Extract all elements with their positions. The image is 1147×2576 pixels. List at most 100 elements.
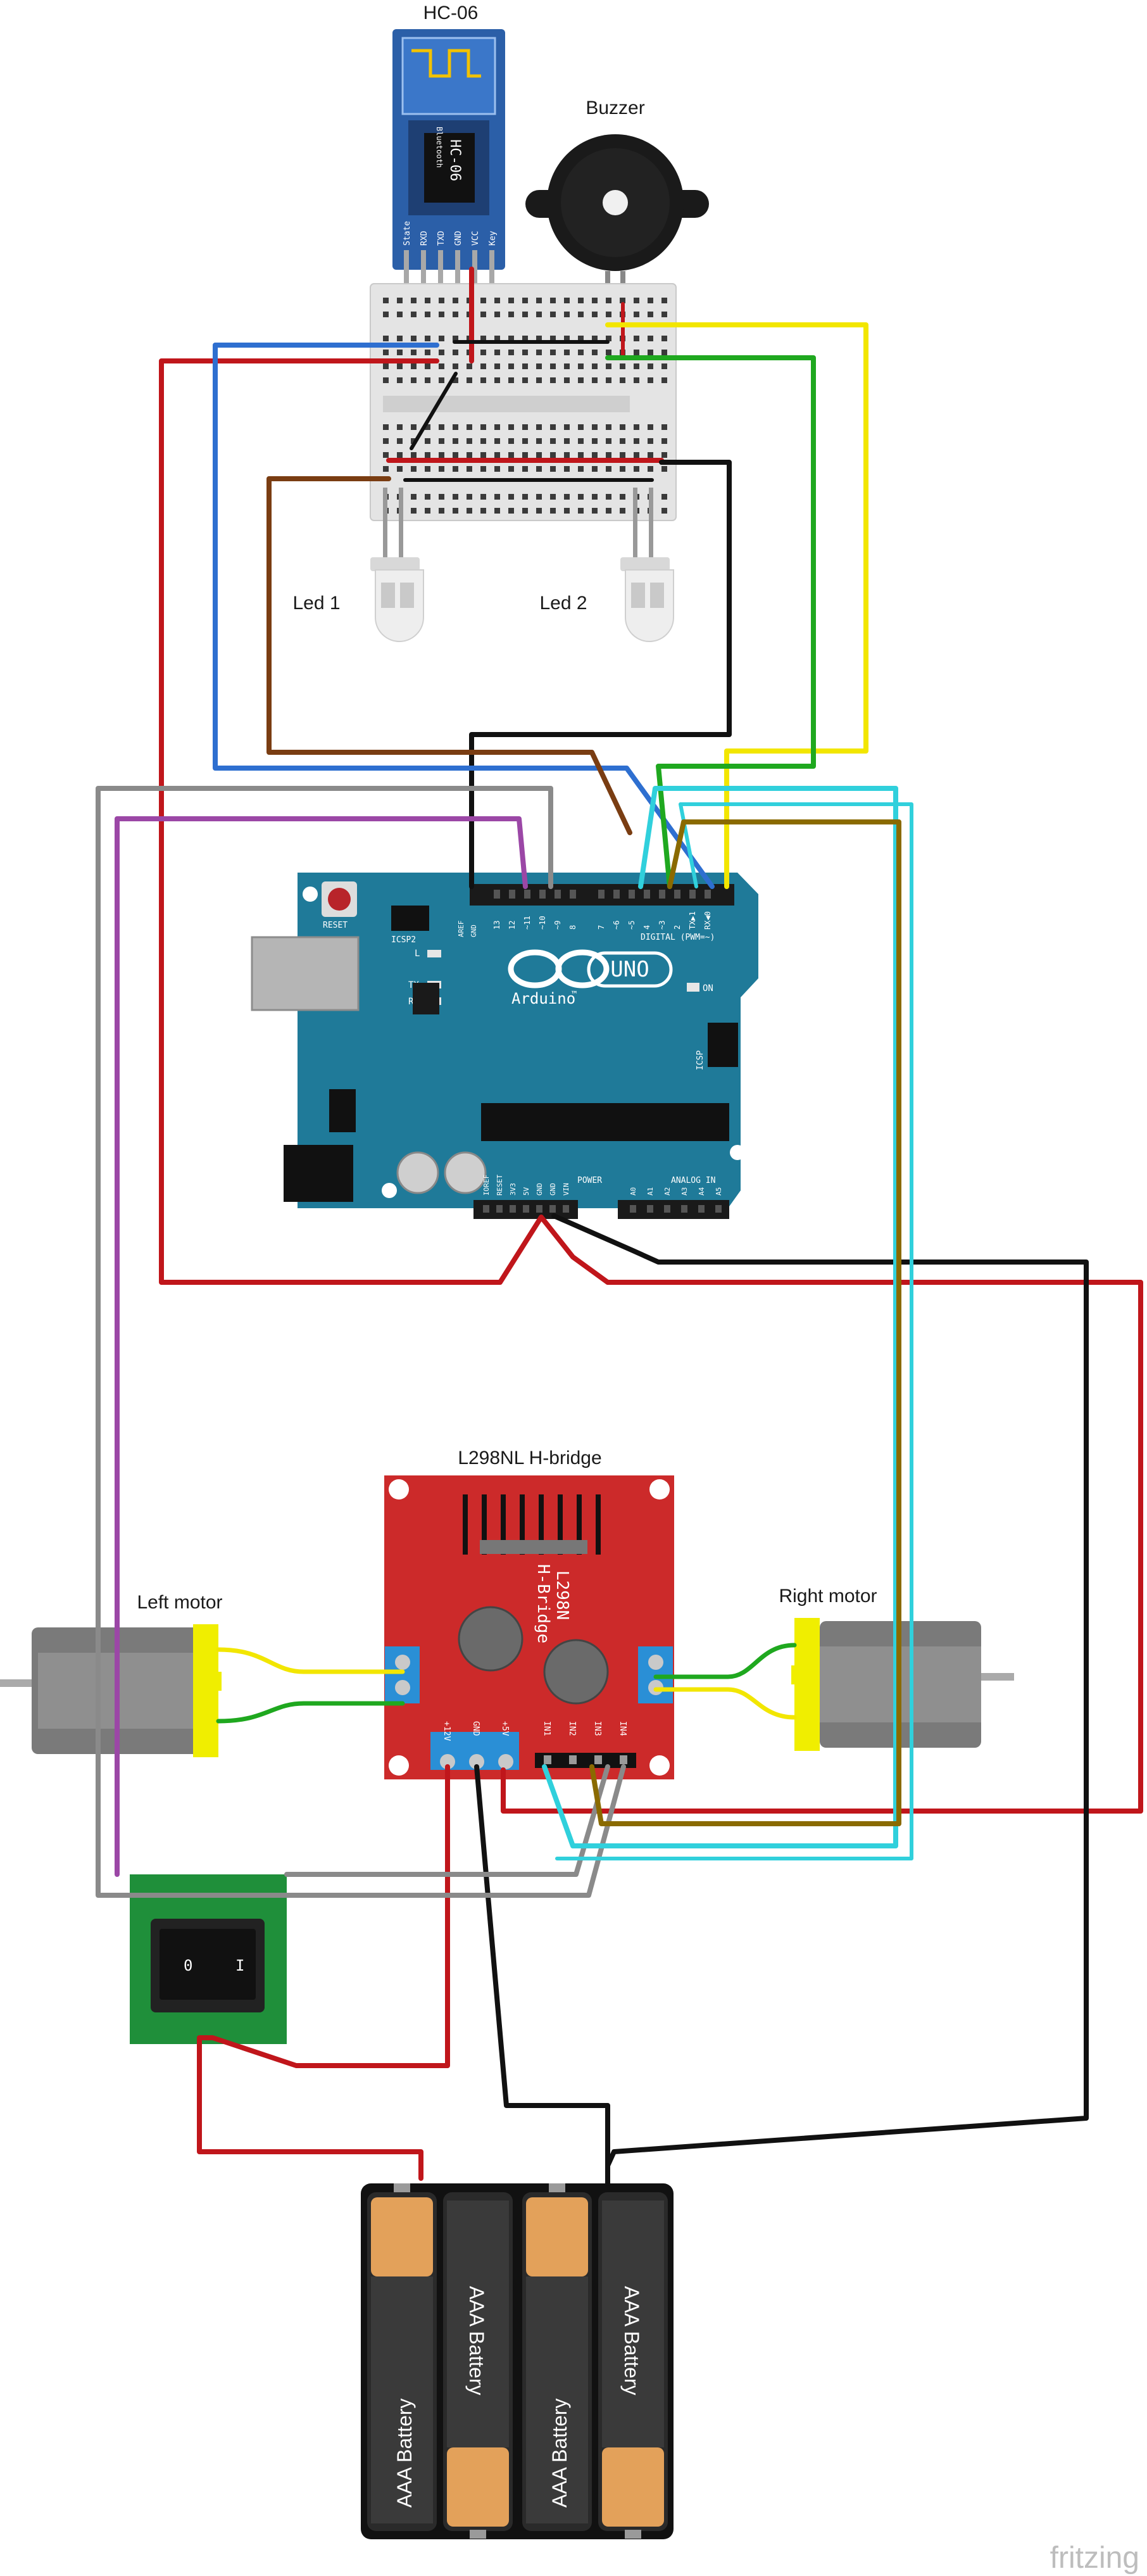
reset-label: RESET [323, 921, 348, 930]
wire-black-bb-diag [410, 372, 458, 450]
arduino-digital-pin-label: 13 [492, 921, 501, 930]
battery-cell-label: AAA Battery [393, 2398, 416, 2508]
icsp2-label: ICSP2 [391, 935, 416, 945]
hc06-pin-label: GND [454, 230, 463, 246]
l298n-hbridge: L298NL H-bridge L298N H-Bridge [384, 1448, 674, 1779]
hc06-chip-text: HC-06 [447, 139, 463, 181]
arduino-analog-pin-label: A1 [646, 1187, 655, 1196]
wire-blue-tx [213, 343, 715, 889]
power-label: POWER [577, 1176, 602, 1185]
wire-purple [115, 816, 528, 1877]
hbridge-pin-label: IN2 [567, 1721, 577, 1736]
hc06-label: HC-06 [423, 3, 479, 23]
arduino-digital-pin-label: 8 [568, 925, 577, 930]
wire-right-motor-yellow [653, 1687, 797, 1720]
wire-olive [589, 819, 901, 1826]
wire-left-motor-green [216, 1701, 405, 1724]
arduino-power-pin-label: RESET [496, 1175, 504, 1196]
hbridge-pin-label: IN1 [542, 1721, 551, 1736]
hc06-chip-subtext: Bluetooth [435, 127, 444, 168]
arduino-power-pin-label: GND [536, 1183, 544, 1196]
left-motor-label: Left motor [137, 1592, 222, 1613]
wire-black-bb-to-gnd [469, 460, 732, 889]
icsp-label: ICSP [696, 1051, 705, 1070]
hc06-pin-label: Key [488, 230, 498, 246]
arduino-logo: Arduino ™ UNO [508, 949, 673, 1007]
wire-left-motor-yellow [216, 1647, 405, 1674]
wire-green [605, 355, 816, 889]
hc06-pin-label: State [403, 221, 412, 246]
aref-label: AREF [457, 921, 465, 938]
analog-label: ANALOG IN [671, 1176, 715, 1185]
arduino-model: UNO [610, 957, 649, 982]
hc06-pin-label: VCC [471, 231, 480, 246]
arduino-power-pin-label: 5V [522, 1187, 530, 1196]
digital-label: DIGITAL (PWM=~) [641, 933, 715, 942]
gnd-label: GND [470, 925, 478, 937]
wire-right-motor-green [653, 1643, 797, 1679]
arduino-analog-pin-label: A4 [698, 1187, 706, 1196]
arduino-digital-pin-label: ~6 [612, 921, 621, 930]
wire-cyan [542, 786, 898, 1848]
arduino-digital-pin-label: 12 [508, 921, 517, 930]
arduino-digital-pin-label: 4 [642, 925, 651, 930]
led1-label: Led 1 [292, 593, 340, 614]
arduino-digital-pin-label: 7 [597, 925, 606, 930]
arduino-digital-pin-label: ~3 [658, 921, 667, 930]
switch-on-label: I [235, 1957, 244, 1974]
wire-cyan-2 [555, 802, 913, 1860]
fritzing-watermark: fritzing [1050, 2541, 1139, 2575]
arduino-digital-pin-label: ~10 [538, 916, 547, 930]
arduino-analog-pin-label: A0 [629, 1187, 637, 1196]
hbridge-pin-label: +12V [442, 1721, 451, 1741]
arduino-digital-pin-label: 2 [673, 925, 682, 930]
hc06-pin-label: TXD [437, 230, 446, 246]
hbridge-chip-line2: H-Bridge [534, 1564, 553, 1643]
arduino-brand: Arduino [511, 990, 575, 1007]
hbridge-pin-label: IN3 [592, 1721, 602, 1736]
wire-brown [266, 476, 632, 835]
hbridge-pin-label: +5V [500, 1721, 510, 1736]
switch-off-label: 0 [184, 1957, 192, 1974]
led-2: Led 2 [539, 488, 674, 642]
battery-cell-label: AAA Battery [548, 2398, 571, 2508]
wire-red-12v [197, 1764, 450, 2181]
left-motor: Left motor [0, 1592, 223, 1757]
power-switch[interactable]: 0 I [130, 1874, 287, 2044]
led-l-label: L [415, 949, 420, 959]
wire-yellow [605, 322, 868, 889]
wires [96, 267, 1143, 2186]
wire-red-main [159, 358, 1143, 1814]
arduino-power-pin-label: VIN [562, 1183, 570, 1196]
hbridge-chip-line1: L298N [553, 1570, 572, 1620]
arduino-analog-pin-label: A5 [715, 1187, 723, 1196]
arduino-digital-pin-label: ~11 [523, 916, 532, 930]
arduino-tm: ™ [572, 990, 577, 1000]
arduino-digital-pin-label: TX▶1 [688, 911, 697, 930]
hc06-module: HC-06 HC-06 Bluetooth State RXD TXD GND VCC K… [392, 3, 505, 301]
led2-label: Led 2 [539, 593, 587, 614]
battery-cell-label: AAA Battery [620, 2286, 643, 2396]
wire-gray [96, 786, 626, 1898]
hc06-pin-label: RXD [420, 230, 429, 246]
led-1: Led 1 [292, 488, 424, 642]
buzzer-label: Buzzer [586, 98, 644, 118]
breadboard [370, 283, 677, 521]
arduino-power-pin-label: GND [549, 1183, 557, 1196]
on-label: ON [703, 983, 713, 994]
arduino-uno: RESET ICSP2 L TX RX Arduino ™ UNO ON ICS… [251, 873, 758, 1219]
arduino-power-pin-label: 3V3 [509, 1183, 517, 1196]
arduino-digital-pin-label: ~5 [627, 921, 636, 930]
arduino-power-pin-label: IOREF [482, 1175, 491, 1196]
battery-cell-label: AAA Battery [465, 2286, 488, 2396]
hbridge-pin-label: GND [471, 1721, 480, 1736]
right-motor-label: Right motor [779, 1586, 877, 1607]
wire-black-gnd-battery [474, 1213, 1089, 2168]
hbridge-pin-label: IN4 [618, 1721, 627, 1736]
arduino-digital-pin-label: RX◀0 [703, 911, 712, 930]
arduino-analog-pin-label: A2 [663, 1187, 672, 1196]
hbridge-label: L298NL H-bridge [458, 1448, 601, 1468]
arduino-digital-pin-label: ~9 [553, 921, 562, 930]
